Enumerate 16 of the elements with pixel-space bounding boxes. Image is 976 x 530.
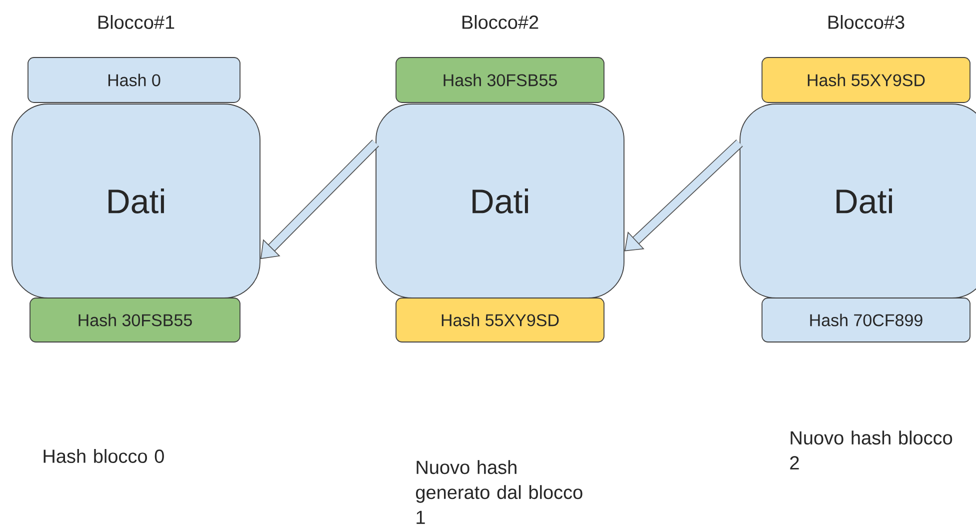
hash-box: Hash 55XY9SD bbox=[396, 298, 604, 342]
note-text: Nuovo hash generato dal blocco 1 bbox=[416, 460, 582, 524]
hash-box: Hash 30FSB55 bbox=[30, 298, 240, 342]
node-label: Dati bbox=[836, 188, 892, 214]
data-box: Dati bbox=[376, 104, 624, 298]
block-title: Blocco#2 bbox=[462, 15, 538, 29]
note-text: Hash blocco 0 bbox=[44, 449, 164, 463]
data-box: Dati bbox=[12, 104, 260, 298]
hash-box: Hash 30FSB55 bbox=[396, 57, 604, 103]
note-text: Nuovo hash blocco 2 bbox=[790, 430, 952, 470]
hash-box: Hash 0 bbox=[28, 57, 240, 103]
hash-box: Hash 70CF899 bbox=[762, 298, 970, 342]
data-box: Dati bbox=[740, 104, 976, 298]
block-title: Blocco#1 bbox=[98, 15, 174, 29]
hash-box: Hash 55XY9SD bbox=[762, 57, 970, 103]
block-title: Blocco#3 bbox=[828, 15, 904, 29]
